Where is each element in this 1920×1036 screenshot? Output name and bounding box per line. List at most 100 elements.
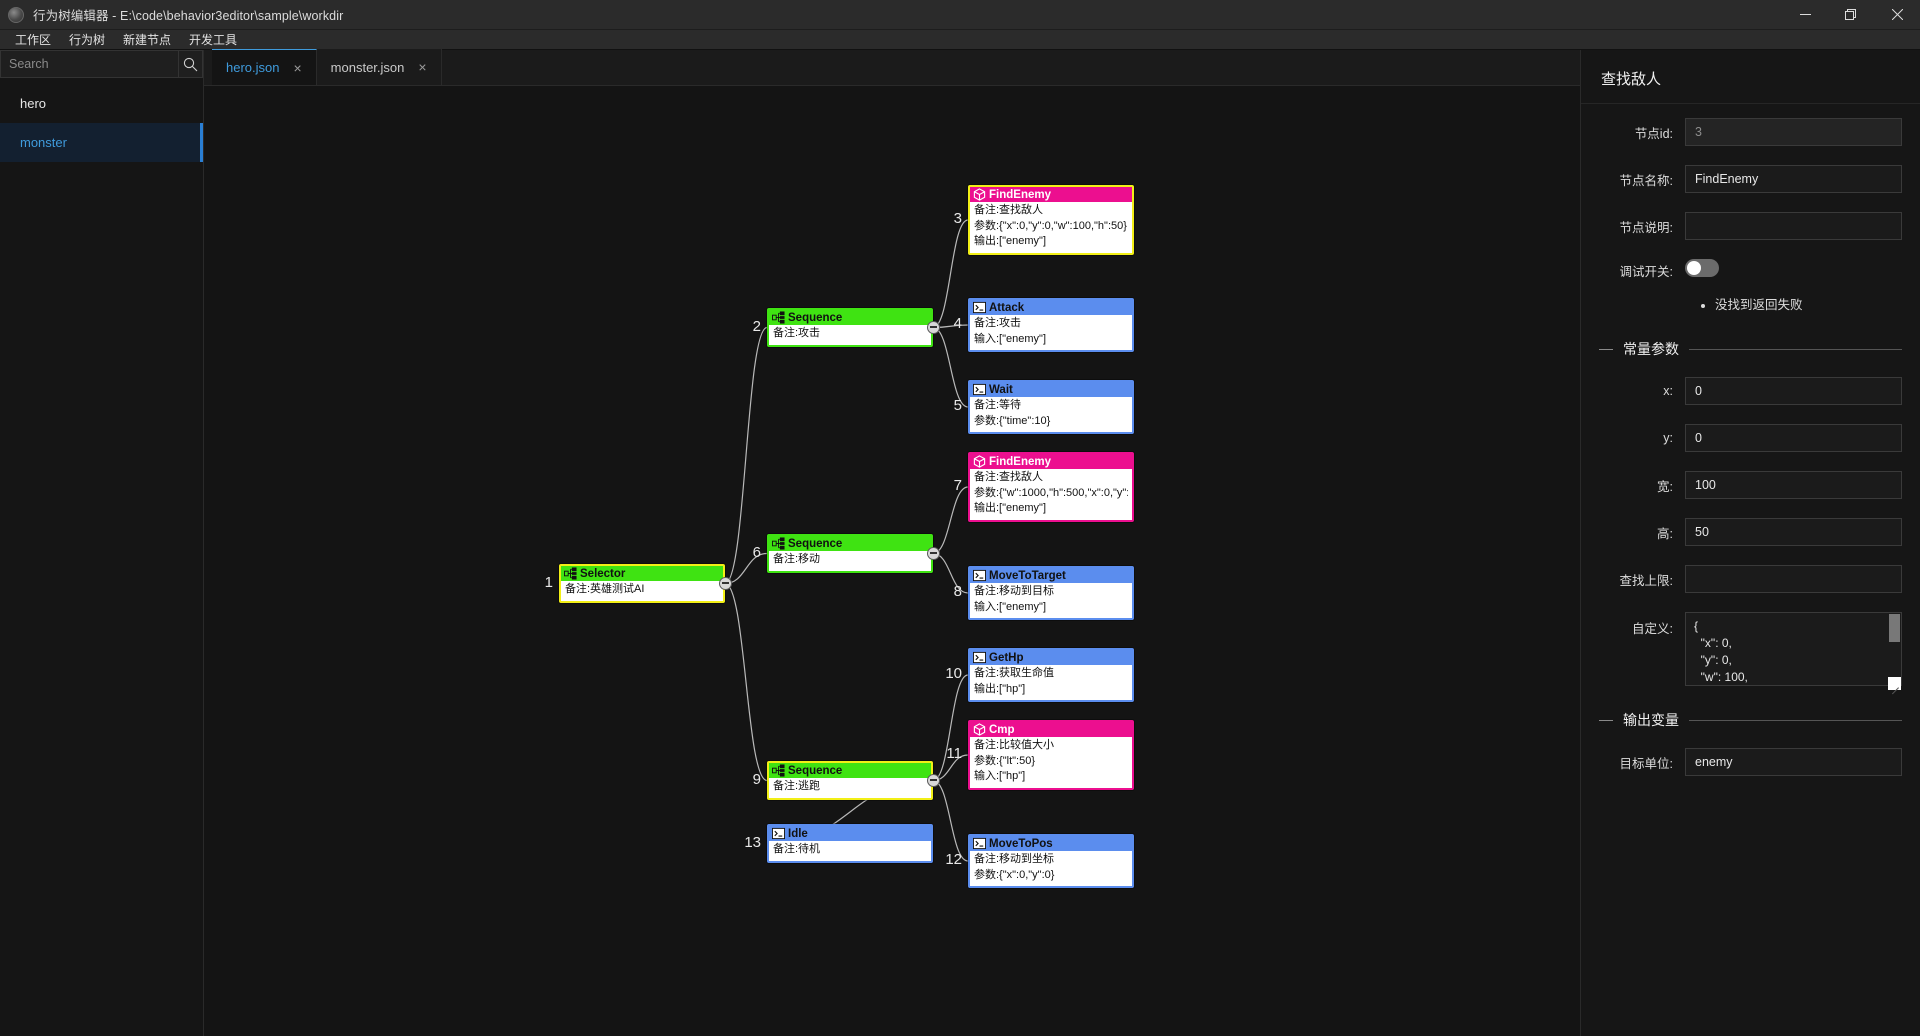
field-custom-json: 自定义: { "x": 0, "y": 0, "w": 100, bbox=[1581, 612, 1902, 691]
node-detail-row: 参数:{"w":1000,"h":500,"x":0,"y":0} bbox=[974, 486, 1128, 499]
sidebar-item-label: hero bbox=[20, 96, 47, 111]
node-detail-row: 备注:逃跑 bbox=[773, 780, 821, 792]
properties-panel: 查找敌人 节点id: 节点名称: 节点说明: 调试开关: bbox=[1580, 50, 1920, 1036]
node-body: 备注:等待参数:{"time":10} bbox=[970, 397, 1132, 432]
field-label: 目标单位: bbox=[1619, 756, 1673, 771]
menu-item-workspace[interactable]: 工作区 bbox=[15, 32, 52, 47]
field-node-name: 节点名称: bbox=[1581, 165, 1902, 193]
node-detail-row: 备注:移动到目标 bbox=[974, 585, 1055, 597]
param-height-input[interactable] bbox=[1685, 518, 1902, 546]
node-detail-row: 备注:待机 bbox=[773, 843, 821, 855]
textarea-resize-grip[interactable] bbox=[1888, 677, 1901, 690]
tab-hero-json[interactable]: hero.json × bbox=[212, 49, 317, 85]
action-icon bbox=[973, 837, 986, 850]
workspace-tree: hero monster bbox=[0, 78, 203, 162]
close-icon[interactable] bbox=[1874, 0, 1920, 30]
node-index-label: 3 bbox=[953, 210, 962, 227]
tab-close-icon[interactable]: × bbox=[293, 59, 302, 76]
node-title: MoveToTarget bbox=[989, 569, 1066, 582]
tab-close-icon[interactable]: × bbox=[418, 59, 427, 75]
output-target-input[interactable] bbox=[1685, 748, 1902, 776]
node-body: 备注:移动 bbox=[769, 551, 931, 571]
node-body: 备注:英雄测试AI bbox=[561, 581, 723, 601]
param-y-input[interactable] bbox=[1685, 424, 1902, 452]
node-body: 备注:获取生命值输出:["hp"] bbox=[970, 665, 1132, 700]
node-title: FindEnemy bbox=[989, 455, 1051, 468]
maximize-icon[interactable] bbox=[1828, 0, 1874, 30]
node-header: Sequence bbox=[769, 536, 931, 551]
node-detail-row: 备注:查找敌人 bbox=[974, 204, 1044, 216]
node-index-label: 9 bbox=[752, 770, 761, 788]
composite-icon bbox=[772, 311, 785, 324]
node-collapse-toggle[interactable] bbox=[719, 576, 732, 590]
node-body: 备注:移动到目标输入:["enemy"] bbox=[970, 583, 1132, 618]
section-output-vars: 输出变量 bbox=[1599, 710, 1902, 730]
composite-icon bbox=[564, 567, 577, 580]
toggle-knob bbox=[1687, 261, 1701, 275]
node-collapse-toggle[interactable] bbox=[927, 773, 940, 787]
node-index-label: 8 bbox=[953, 583, 962, 600]
tab-monster-json[interactable]: monster.json × bbox=[316, 49, 442, 85]
search-input[interactable] bbox=[1, 51, 178, 77]
node-name-input[interactable] bbox=[1685, 165, 1902, 193]
action-icon bbox=[772, 827, 785, 840]
composite-icon bbox=[772, 764, 785, 777]
menu-item-behavior-tree[interactable]: 行为树 bbox=[69, 32, 106, 47]
node-body: 备注:攻击输入:["enemy"] bbox=[970, 315, 1132, 350]
condition-icon bbox=[973, 723, 986, 736]
sidebar-item-hero[interactable]: hero bbox=[0, 84, 203, 123]
menu-item-new-node[interactable]: 新建节点 bbox=[123, 32, 172, 47]
field-param-height: 高: bbox=[1581, 518, 1902, 546]
param-width-input[interactable] bbox=[1685, 471, 1902, 499]
tree-node-findenemy-3[interactable]: FindEnemy 备注:查找敌人参数:{"x":0,"y":0,"w":100,… bbox=[968, 185, 1134, 255]
node-detail-row: 输出:["hp"] bbox=[974, 682, 1026, 695]
node-collapse-toggle[interactable] bbox=[927, 320, 940, 334]
node-title: FindEnemy bbox=[989, 188, 1051, 201]
action-icon bbox=[973, 301, 986, 314]
node-title: MoveToPos bbox=[989, 837, 1053, 850]
collapse-dash-icon[interactable] bbox=[1599, 719, 1613, 721]
custom-json-textarea[interactable]: { "x": 0, "y": 0, "w": 100, bbox=[1685, 612, 1902, 686]
menu-item-dev-tools[interactable]: 开发工具 bbox=[189, 32, 238, 47]
debug-toggle[interactable] bbox=[1685, 259, 1719, 277]
node-collapse-toggle[interactable] bbox=[927, 546, 940, 560]
tree-edge bbox=[724, 582, 768, 782]
node-id-input[interactable] bbox=[1685, 118, 1902, 146]
node-header: FindEnemy bbox=[970, 454, 1132, 469]
textarea-scrollbar[interactable] bbox=[1889, 614, 1900, 642]
collapse-dash-icon[interactable] bbox=[1599, 348, 1613, 350]
param-x-input[interactable] bbox=[1685, 377, 1902, 405]
node-body: 备注:攻击 bbox=[769, 325, 931, 345]
node-title: Wait bbox=[989, 383, 1013, 396]
field-param-limit: 查找上限: bbox=[1581, 565, 1902, 593]
sidebar-item-monster[interactable]: monster bbox=[0, 123, 203, 162]
node-detail-row: 输入:["hp"] bbox=[974, 770, 1026, 782]
section-rule bbox=[1689, 719, 1902, 721]
node-index-label: 11 bbox=[946, 745, 962, 762]
node-desc-input[interactable] bbox=[1685, 212, 1902, 240]
tree-edge bbox=[932, 779, 969, 862]
node-detail-row: 参数:{"lt":50} bbox=[974, 754, 1036, 767]
search-icon[interactable] bbox=[178, 51, 202, 77]
node-index-label: 1 bbox=[544, 573, 553, 591]
tree-edge bbox=[724, 326, 768, 585]
node-title: Attack bbox=[989, 301, 1025, 314]
param-limit-input[interactable] bbox=[1685, 565, 1902, 593]
node-notes: 没找到返回失败 bbox=[1581, 295, 1902, 327]
node-detail-row: 参数:{"x":0,"y":0,"w":100,"h":50} bbox=[974, 219, 1127, 232]
minimize-icon[interactable] bbox=[1782, 0, 1828, 30]
node-detail-row: 备注:英雄测试AI bbox=[565, 583, 645, 595]
